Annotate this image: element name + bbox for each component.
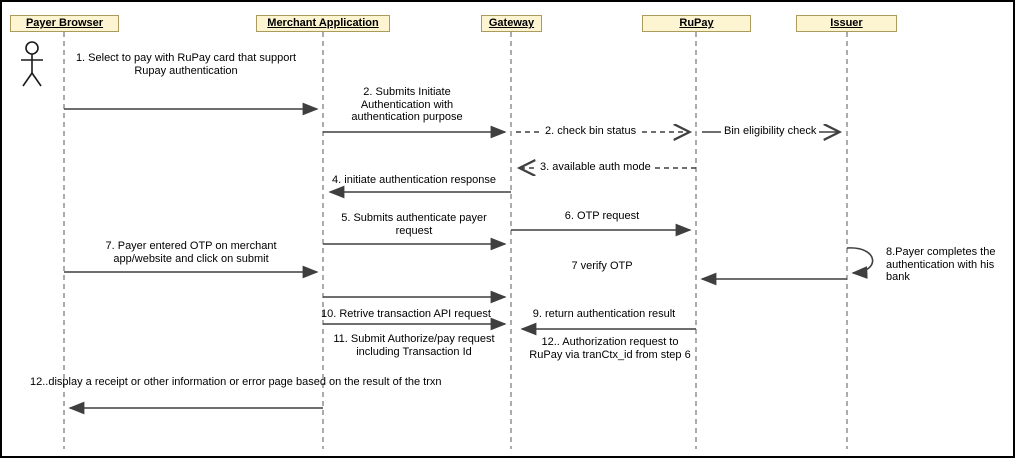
message-arrow-8-selfloop [846,247,874,279]
payer-actor-icon [21,41,43,87]
message-label-5: 5. Submits authenticate payer request [341,212,487,237]
participant-issuer: Issuer [796,15,897,32]
message-label-3: 3. available auth mode [537,161,654,174]
message-label-7-verify: 7 verify OTP [571,260,633,272]
message-label-8: 8.Payer completes the authentication wit… [886,246,996,283]
message-label-bin-eligibility: Bin eligibility check [721,125,820,138]
message-label-2-check-bin: 2. check bin status [542,125,640,138]
message-label-7-otp: 7. Payer entered OTP on merchant app/web… [105,240,277,265]
message-label-2: 2. Submits Initiate Authentication with … [351,86,463,123]
message-label-11: 11. Submit Authorize/pay request includi… [333,333,495,358]
message-label-10: 10. Retrive transaction API request [321,308,491,320]
participant-gateway: Gateway [481,15,542,32]
message-label-12-auth: 12.. Authorization request to RuPay via … [529,336,691,361]
message-label-4: 4. initiate authentication response [332,174,496,186]
participant-rupay: RuPay [642,15,751,32]
message-label-1: 1. Select to pay with RuPay card that su… [75,52,297,77]
participant-payer-browser: Payer Browser [10,15,119,32]
participant-merchant-application: Merchant Application [256,15,390,32]
message-label-9: 9. return authentication result [532,308,676,320]
message-label-12-display: 12..display a receipt or other informati… [30,376,442,388]
message-label-6: 6. OTP request [564,210,640,222]
